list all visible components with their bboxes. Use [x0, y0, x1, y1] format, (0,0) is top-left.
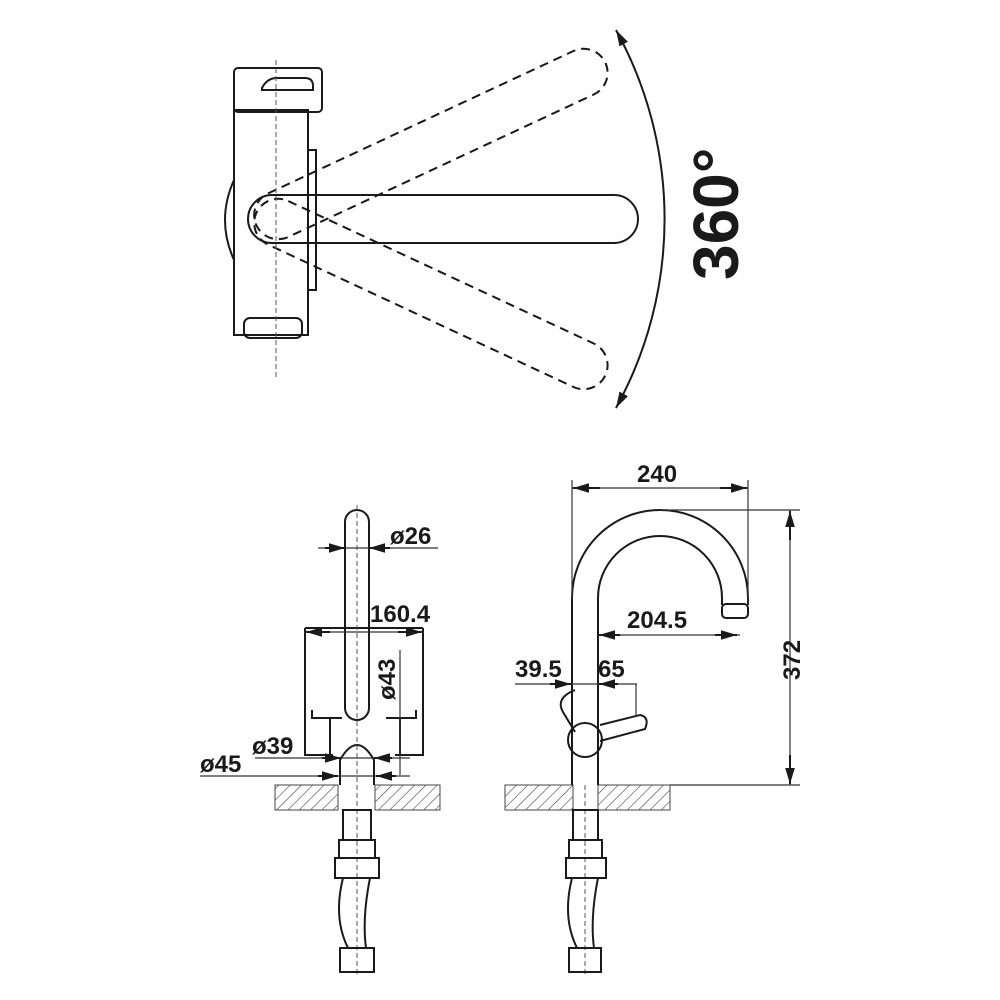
dim-height: 372: [779, 640, 806, 680]
dim-reach-total: 240: [637, 461, 677, 488]
side-view: 240 372 204.5 39.5 65: [504, 461, 806, 975]
dim-spout-diameter: ø26: [390, 523, 431, 550]
body-top: [233, 109, 309, 336]
rotation-arc: [615, 29, 666, 409]
dim-reach-spout: 204.5: [627, 607, 687, 634]
dim-base-outer-diameter: ø45: [200, 751, 241, 778]
dashed-spout-down: [253, 197, 609, 391]
dim-lever-back: 39.5: [515, 656, 562, 683]
dim-lever-front: 65: [598, 656, 625, 683]
rotation-label: 360°: [680, 148, 752, 280]
undercounter-parts-side: [565, 809, 607, 973]
counter-side-right: [597, 784, 671, 811]
spout-top: [247, 194, 639, 244]
undercounter-parts-front: [334, 809, 380, 973]
front-view: ø26 160.4 ø43 ø39 ø45: [200, 505, 441, 975]
counter-left: [274, 784, 339, 811]
dim-body-diameter: ø43: [374, 659, 401, 700]
dim-width: 160.4: [370, 601, 431, 628]
dashed-spout-up: [253, 47, 609, 241]
counter-right: [374, 784, 441, 811]
top-cap: [233, 67, 323, 113]
side-spout: [571, 509, 749, 785]
counter-side-left: [504, 784, 574, 811]
top-view: 360°: [224, 29, 752, 409]
dim-base-inner-diameter: ø39: [252, 733, 293, 760]
